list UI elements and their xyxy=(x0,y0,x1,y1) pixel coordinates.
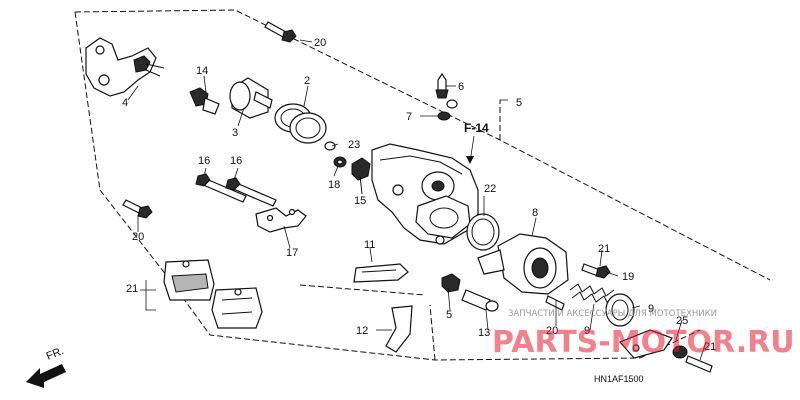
part-label-3: 3 xyxy=(232,127,238,139)
shim-part-12[interactable] xyxy=(385,305,413,353)
fitting-part-15[interactable] xyxy=(351,157,371,181)
part-label-17: 17 xyxy=(286,247,298,259)
bolt-part-19[interactable] xyxy=(581,263,611,279)
part-label-20-top: 20 xyxy=(314,37,326,49)
washer-part-24[interactable] xyxy=(324,141,336,151)
part-label-2: 2 xyxy=(304,75,310,87)
part-label-13: 13 xyxy=(478,327,490,339)
bolt-part-20-left[interactable] xyxy=(122,199,153,219)
bolt-part-20-top[interactable] xyxy=(264,21,297,43)
reference-arrow xyxy=(466,135,475,164)
part-label-16-a: 16 xyxy=(198,155,210,167)
clip-part-11[interactable] xyxy=(353,263,409,283)
part-label-20-left: 20 xyxy=(132,231,144,243)
sleeve-part-13[interactable] xyxy=(461,289,499,312)
retainer-part-17[interactable] xyxy=(255,207,307,233)
spring-part-9[interactable] xyxy=(545,283,615,311)
leader-lines xyxy=(127,39,707,361)
cap-part-10[interactable] xyxy=(605,293,635,327)
diagram-code: HN1AF1500 xyxy=(594,374,644,384)
part-label-9: 9 xyxy=(584,325,590,337)
o-ring-part-23[interactable] xyxy=(466,213,500,251)
lever-part-25[interactable] xyxy=(618,329,673,359)
part-label-15: 15 xyxy=(354,195,366,207)
part-label-21-right: 21 xyxy=(598,243,610,255)
part-label-5-bottom: 5 xyxy=(446,309,452,321)
brake-pad-bracket xyxy=(140,280,156,311)
part-label-19: 19 xyxy=(622,271,634,283)
part-label-12: 12 xyxy=(356,325,368,337)
part-label-7: 7 xyxy=(406,111,412,123)
watermark-logo: PARTS-MOTOR.RU xyxy=(492,325,795,360)
boot-part-5[interactable] xyxy=(441,273,461,293)
bracket-part[interactable] xyxy=(85,37,165,97)
cap-part-7[interactable] xyxy=(437,99,458,121)
part-label-4: 4 xyxy=(122,97,128,109)
part-label-18: 18 xyxy=(328,179,340,191)
part-label-21-bottom: 20 xyxy=(546,325,558,337)
piston-part-3[interactable] xyxy=(229,77,273,119)
piston-seal-part-2[interactable] xyxy=(274,103,327,144)
part-label-1: 21 xyxy=(126,283,138,295)
reference-label: F-14 xyxy=(464,121,489,135)
part-label-25: 25 xyxy=(676,315,688,327)
brake-pad-part-1[interactable] xyxy=(163,259,263,329)
watermark-tagline: ЗАПЧАСТИ И АКСЕССУАРЫ ДЛЯ МОТОТЕХНИКИ xyxy=(508,309,717,319)
caliper-body[interactable] xyxy=(371,143,479,245)
part-label-24: 23 xyxy=(348,139,360,151)
part-label-23: 22 xyxy=(484,183,496,195)
part-label-5-top: 5 xyxy=(516,97,522,109)
part-label-6: 6 xyxy=(458,81,464,93)
bolt-part-22[interactable] xyxy=(672,345,713,373)
housing-part-8[interactable] xyxy=(477,233,569,295)
front-direction-label: FR. xyxy=(45,345,66,363)
front-direction-arrow-icon xyxy=(26,364,66,388)
part-label-14: 14 xyxy=(196,65,208,77)
part-label-8: 8 xyxy=(532,207,538,219)
bleeder-part-6[interactable] xyxy=(435,72,449,99)
part-label-22: 21 xyxy=(704,341,716,353)
nut-part-18[interactable] xyxy=(333,156,347,168)
bleeder-part-14[interactable] xyxy=(189,87,220,115)
part-label-11: 11 xyxy=(364,239,375,251)
part-label-16-b: 16 xyxy=(230,155,242,167)
part-label-10: 9 xyxy=(648,303,654,315)
